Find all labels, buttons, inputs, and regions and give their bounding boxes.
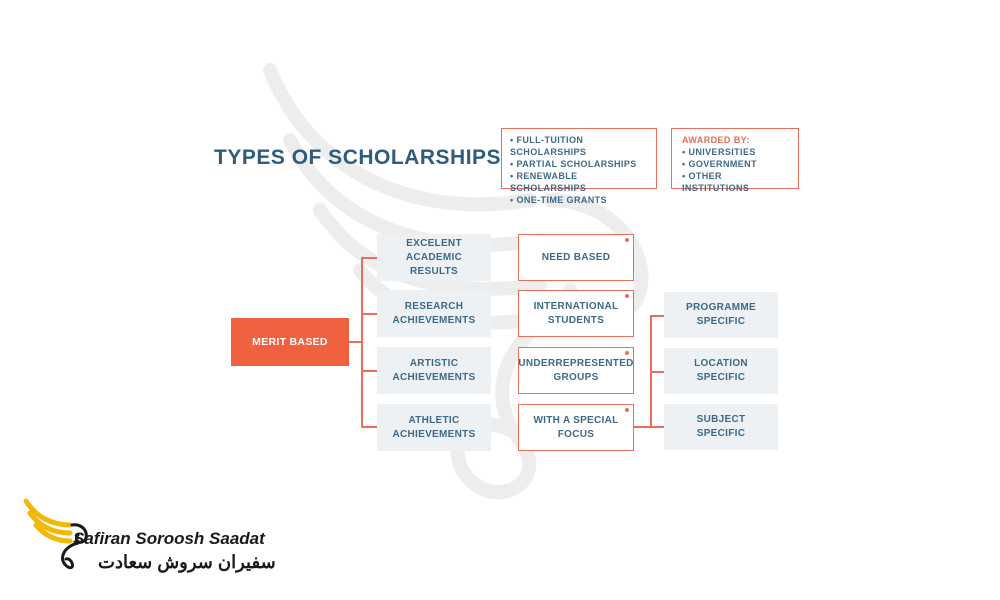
- brand-name-fa: سفیران سروش سعادت: [98, 552, 276, 572]
- type-special-focus: WITH A SPECIAL FOCUS: [518, 404, 634, 451]
- awarded-by-item: OTHER INSTITUTIONS: [682, 170, 788, 194]
- merit-child-research: RESEARCH ACHIEVEMENTS: [377, 290, 491, 337]
- marker-dot: [625, 238, 629, 242]
- node-line: ACHIEVEMENTS: [392, 428, 476, 440]
- node-line: WITH A SPECIAL: [533, 414, 619, 426]
- wing-logo-icon: [23, 498, 88, 570]
- node-line: ARTISTIC: [409, 357, 459, 369]
- node-line: ATHLETIC: [408, 414, 460, 426]
- node-line: ACHIEVEMENTS: [392, 371, 476, 383]
- node-line: ACHIEVEMENTS: [392, 314, 476, 326]
- focus-child-subject: SUBJECT SPECIFIC: [664, 404, 778, 450]
- type-need-based: NEED BASED: [518, 234, 634, 281]
- types-list-item: RENEWABLE SCHOLARSHIPS: [510, 170, 648, 194]
- awarded-by-heading: AWARDED BY:: [682, 135, 750, 145]
- node-line: RESULTS: [409, 265, 459, 277]
- merit-child-athletic: ATHLETIC ACHIEVEMENTS: [377, 404, 491, 451]
- node-line: SUBJECT: [696, 414, 746, 425]
- node-line: PROGRAMME: [686, 302, 756, 313]
- node-line: SPECIFIC: [696, 428, 746, 439]
- merit-child-academic: EXCELENT ACADEMIC RESULTS: [377, 234, 491, 281]
- awarded-by-item: UNIVERSITIES: [682, 146, 788, 158]
- node-line: SPECIFIC: [696, 316, 746, 327]
- node-line: SPECIFIC: [696, 372, 746, 383]
- types-list-item: PARTIAL SCHOLARSHIPS: [510, 158, 648, 170]
- brand-name-en: Safiran Soroosh Saadat: [73, 529, 265, 548]
- node-line: FOCUS: [557, 428, 595, 440]
- diagram-title: TYPES OF SCHOLARSHIPS: [214, 146, 502, 169]
- node-line: EXCELENT ACADEMIC: [405, 237, 463, 263]
- marker-dot: [625, 294, 629, 298]
- marker-dot: [625, 351, 629, 355]
- awarded-by-item: GOVERNMENT: [682, 158, 788, 170]
- types-list-box: FULL-TUITION SCHOLARSHIPS PARTIAL SCHOLA…: [501, 128, 657, 205]
- node-line: STUDENTS: [547, 314, 605, 326]
- types-list-item: ONE-TIME GRANTS: [510, 194, 648, 206]
- focus-child-location: LOCATION SPECIFIC: [664, 348, 778, 394]
- type-underrepresented-groups: UNDERREPRESENTED GROUPS: [518, 347, 634, 394]
- node-line: RESEARCH: [404, 300, 464, 312]
- focus-child-programme: PROGRAMME SPECIFIC: [664, 292, 778, 338]
- types-list-item: FULL-TUITION SCHOLARSHIPS: [510, 134, 648, 158]
- merit-based-node: MERIT BASED: [231, 318, 349, 366]
- node-line: UNDERREPRESENTED: [518, 357, 634, 369]
- merit-child-artistic: ARTISTIC ACHIEVEMENTS: [377, 347, 491, 394]
- type-international-students: INTERNATIONAL STUDENTS: [518, 290, 634, 337]
- awarded-by-box: AWARDED BY: UNIVERSITIES GOVERNMENT OTHE…: [671, 128, 799, 193]
- marker-dot: [625, 408, 629, 412]
- node-line: INTERNATIONAL: [533, 300, 619, 312]
- node-line: GROUPS: [553, 371, 599, 383]
- node-line: NEED BASED: [541, 251, 611, 263]
- node-line: LOCATION: [694, 358, 748, 369]
